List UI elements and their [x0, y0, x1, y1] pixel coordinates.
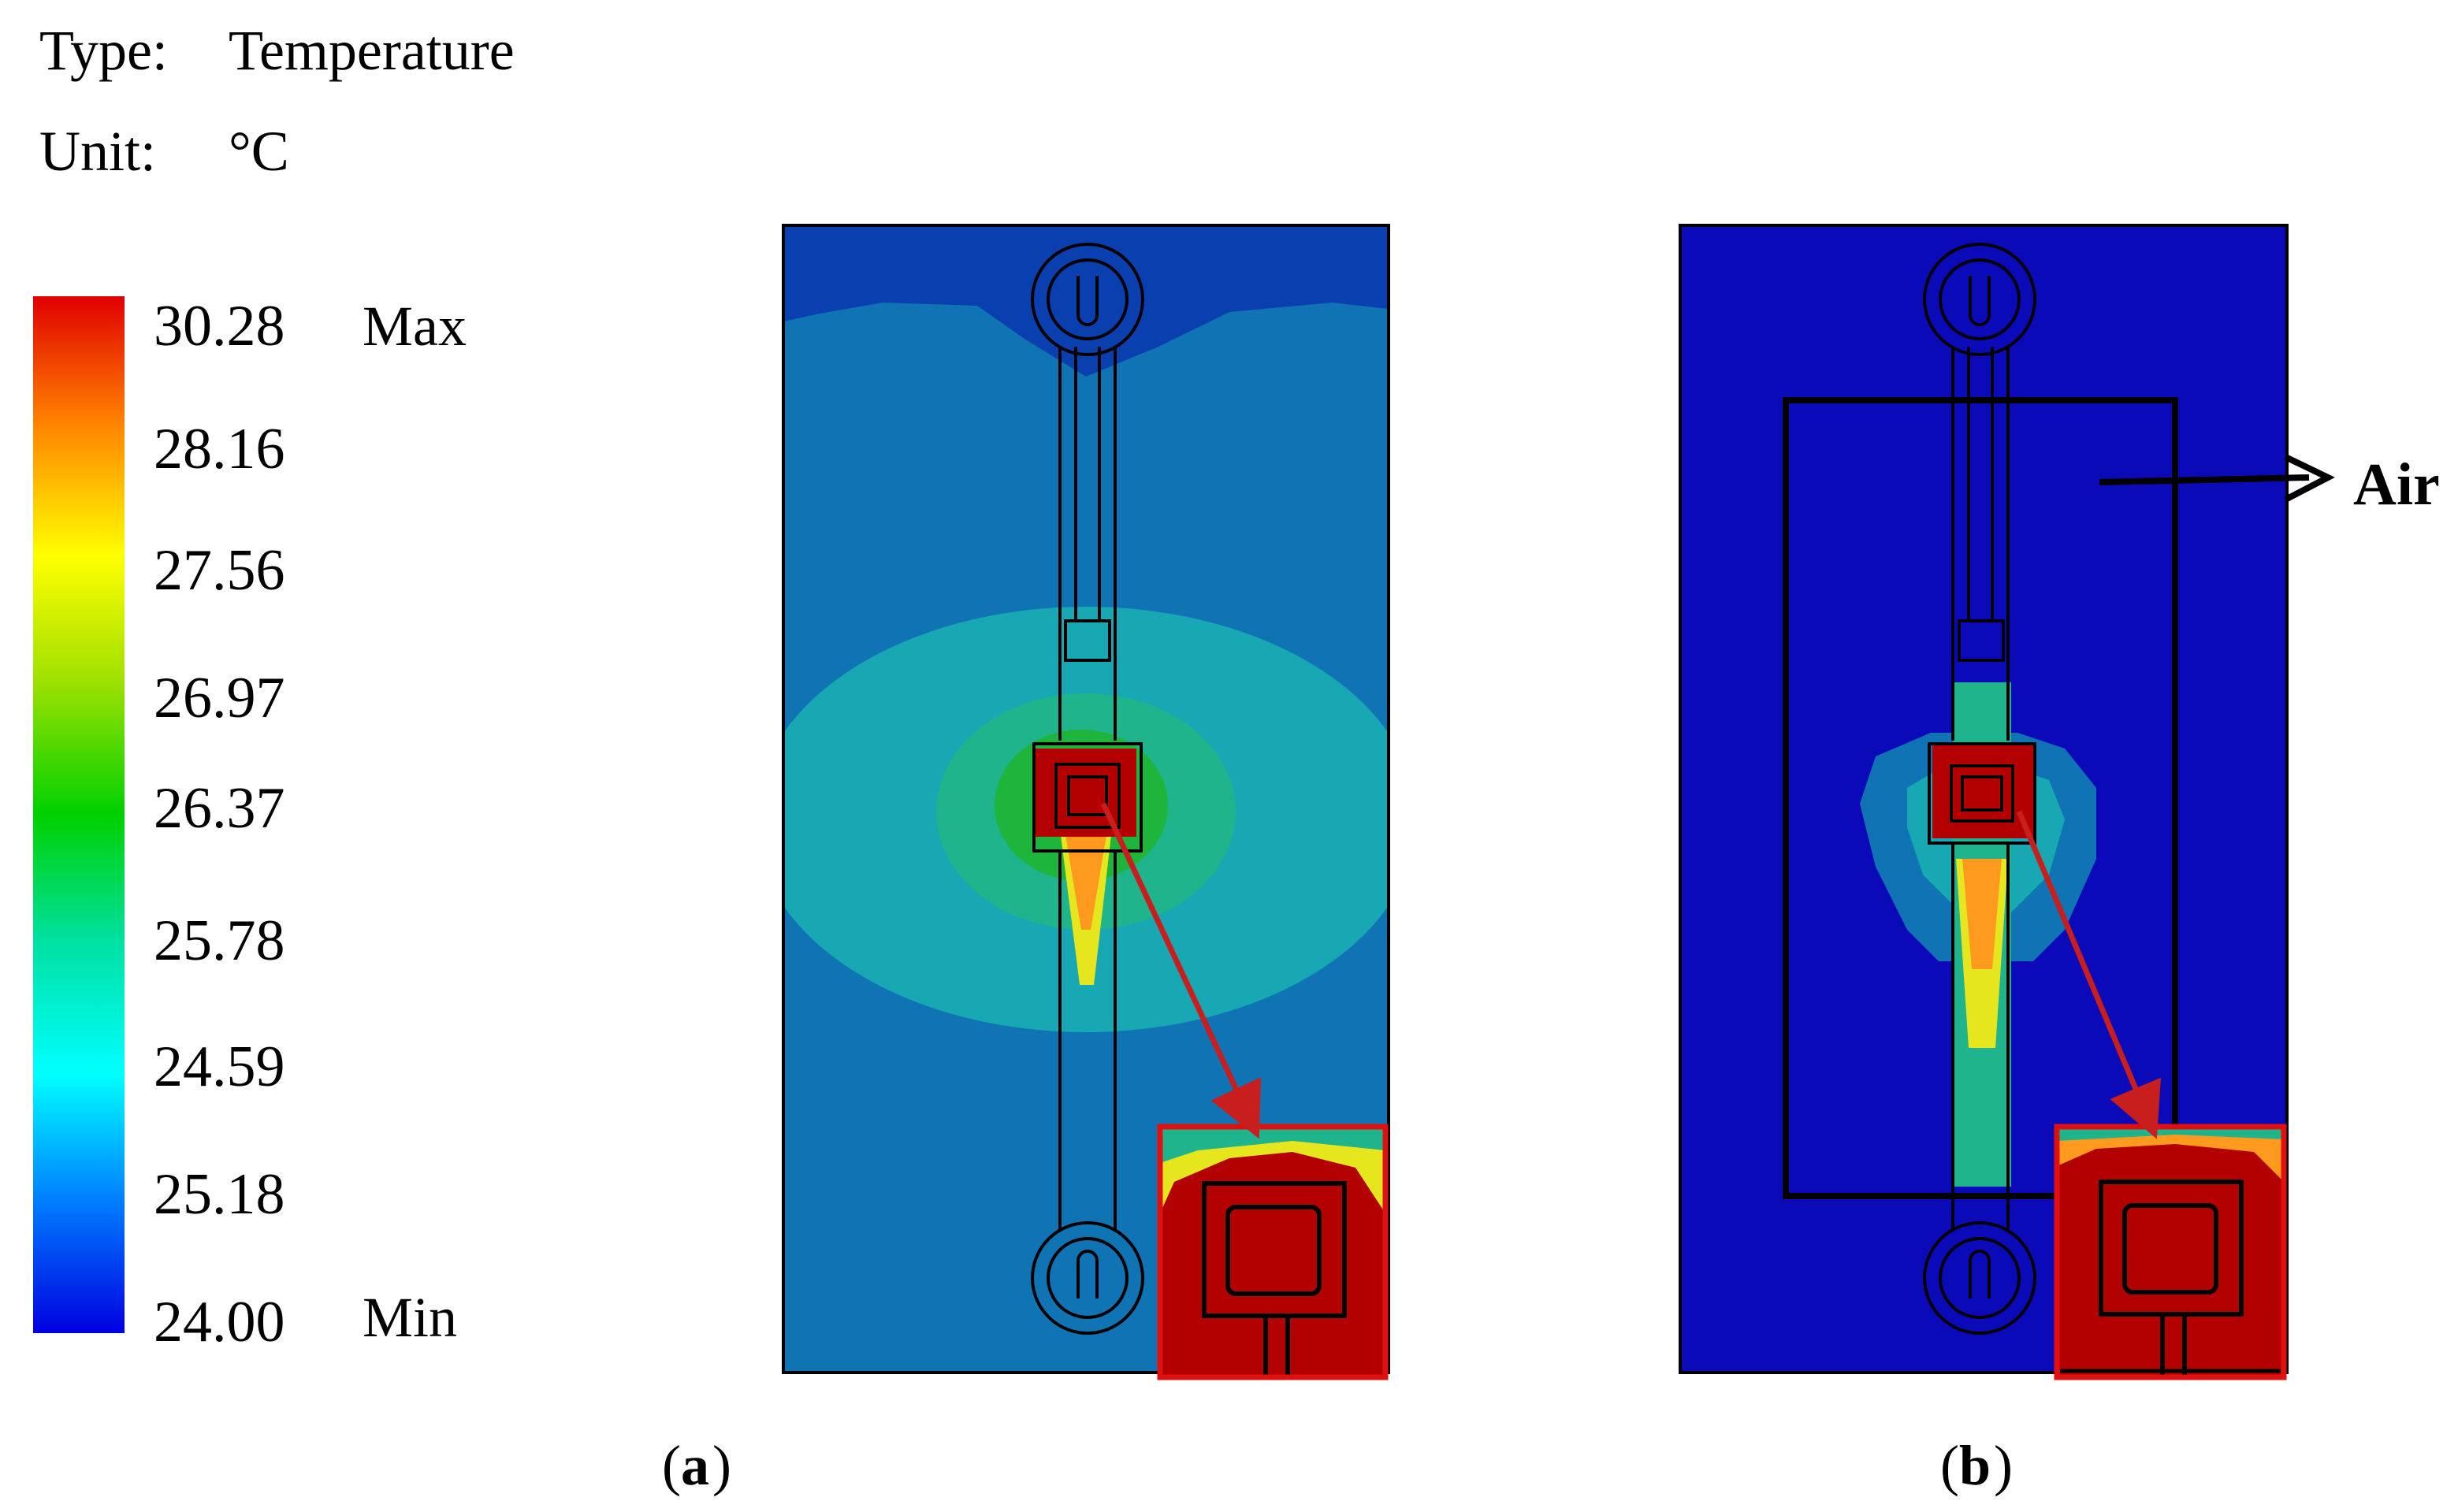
legend-tick: 28.16 — [154, 417, 285, 481]
unit-label: Unit: — [39, 120, 156, 183]
strip-hot-orange — [1962, 859, 2002, 969]
panel-a-frame — [782, 224, 1390, 1374]
unit-value: °C — [229, 120, 289, 183]
color-legend: 30.28 28.16 27.56 26.97 26.37 25.78 24.5… — [33, 294, 467, 1354]
panel-b-structure — [1923, 243, 2036, 1335]
legend-tick: 26.97 — [154, 666, 285, 730]
panel-b-zoom-callout — [2016, 810, 2287, 1380]
zoom-square-outer — [1202, 1181, 1347, 1318]
legend-max-label: Max — [363, 295, 467, 358]
panel-a-caption-letter: a — [681, 1434, 709, 1497]
type-value: Temperature — [229, 19, 515, 82]
legend-tick: 27.56 — [154, 538, 285, 603]
air-region-outline — [1783, 397, 2178, 1199]
panel-b: Air ( b ) — [1679, 224, 2440, 1497]
top-cold-region — [783, 225, 1389, 377]
legend-tick: 25.18 — [154, 1162, 285, 1227]
zoom-square-inner — [1225, 1205, 1322, 1296]
zoom-warm-edge-b — [2057, 1127, 2284, 1182]
zoom-frame — [1157, 1124, 1389, 1380]
panel-b-caption-open: ( — [1940, 1434, 1959, 1497]
air-pointer-head — [2284, 454, 2335, 503]
hot-tail-orange — [1065, 835, 1106, 930]
hot-core-b — [1932, 745, 2033, 838]
hot-core — [1034, 749, 1136, 837]
legend-tick: 24.59 — [154, 1035, 285, 1099]
air-label: Air — [2353, 451, 2440, 518]
air-pointer-line — [2099, 474, 2310, 485]
zoom-square-inner-b — [2122, 1203, 2218, 1295]
panel-b-caption-letter: b — [1959, 1434, 1991, 1497]
panel-b-caption-close: ) — [1994, 1434, 2013, 1497]
legend-tick: 30.28 — [154, 294, 285, 358]
type-label: Type: — [39, 19, 168, 82]
legend-min-label: Min — [363, 1286, 457, 1349]
zoom-arrow-b — [2016, 810, 2161, 1139]
zoom-frame-b — [2054, 1124, 2287, 1380]
panel-a-structure — [1031, 243, 1144, 1335]
zoom-arrow — [1100, 802, 1262, 1139]
panel-a-caption-close: ) — [712, 1434, 731, 1497]
legend-tick: 25.78 — [154, 908, 285, 973]
legend-gradient-bar — [33, 296, 125, 1333]
panel-a-zoom-callout — [1100, 802, 1389, 1380]
header: Type: Temperature Unit: °C — [39, 19, 515, 183]
panel-b-frame — [1679, 224, 2289, 1374]
zoom-square-outer-b — [2099, 1180, 2244, 1317]
panel-a: ( a ) — [662, 224, 1390, 1497]
panel-a-field — [783, 225, 1389, 1373]
zoom-hot-fill-b — [2057, 1127, 2284, 1377]
panel-a-caption-open: ( — [662, 1434, 681, 1497]
legend-tick: 24.00 — [154, 1290, 285, 1354]
legend-tick: 26.37 — [154, 776, 285, 841]
